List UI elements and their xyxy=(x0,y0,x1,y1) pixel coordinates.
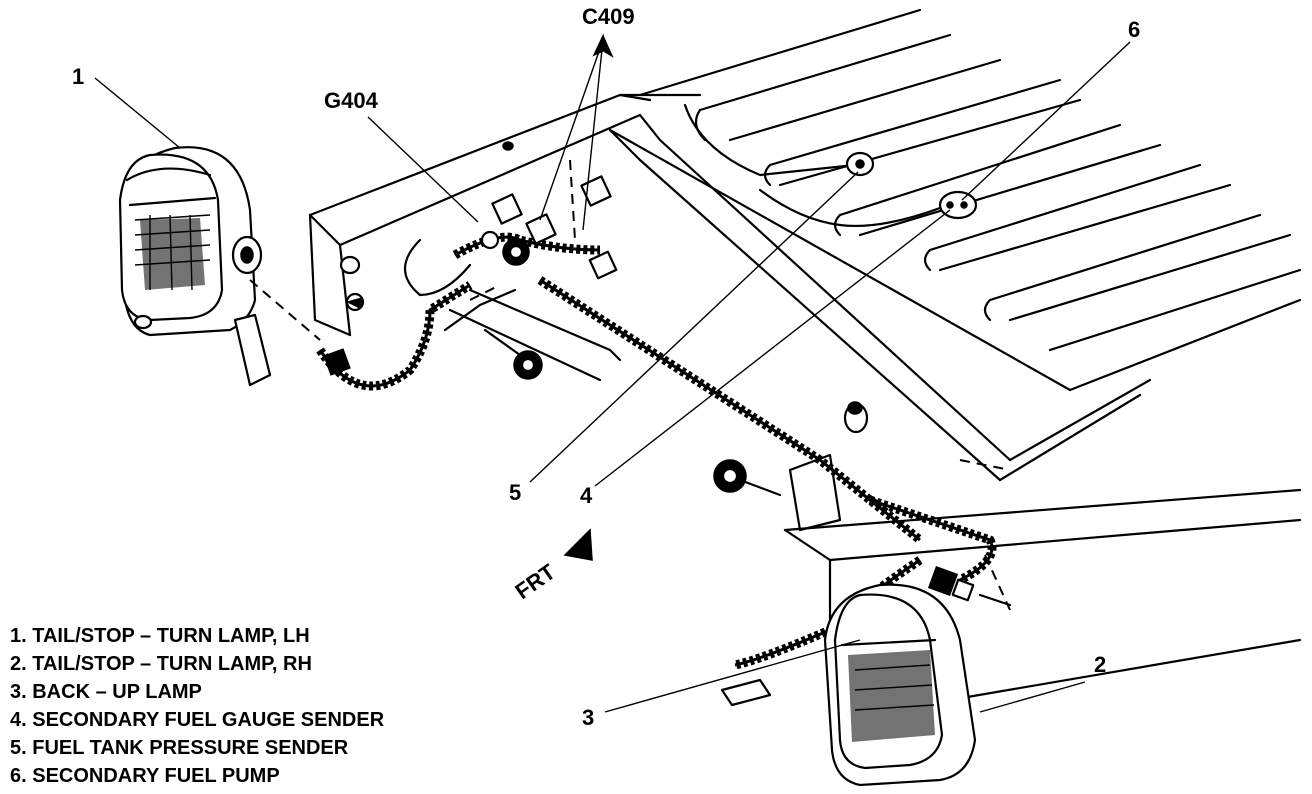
callout-3: 3 xyxy=(582,705,594,730)
rh-tail-lamp xyxy=(823,583,977,787)
legend-item: 6. SECONDARY FUEL PUMP xyxy=(10,765,280,787)
callout-1: 1 xyxy=(72,64,84,89)
callout-2: 2 xyxy=(1094,652,1106,677)
rh-hardware xyxy=(713,459,1012,707)
lh-wiring-harness xyxy=(316,159,923,544)
callout-4: 4 xyxy=(580,483,593,508)
tank-senders xyxy=(683,103,978,228)
legend-item: 2. TAIL/STOP – TURN LAMP, RH xyxy=(10,653,312,675)
lh-tail-lamp xyxy=(118,146,321,387)
callout-6: 6 xyxy=(1128,17,1140,42)
truck-bed-floor xyxy=(608,8,1302,392)
legend-item: 1. TAIL/STOP – TURN LAMP, LH xyxy=(10,625,310,647)
callout-c409: C409 xyxy=(582,4,635,29)
legend-item: 5. FUEL TANK PRESSURE SENDER xyxy=(10,737,349,759)
legend-item: 3. BACK – UP LAMP xyxy=(10,681,202,703)
callout-labels: 1 C409 G404 6 5 4 3 2 xyxy=(72,4,1140,730)
callout-leaders xyxy=(94,39,1131,713)
legend-item: 4. SECONDARY FUEL GAUGE SENDER xyxy=(10,709,385,731)
rear-crossmember xyxy=(308,93,1302,702)
front-direction-indicator: FRT xyxy=(511,528,593,604)
callout-g404: G404 xyxy=(324,88,379,113)
callout-5: 5 xyxy=(509,480,521,505)
legend: 1. TAIL/STOP – TURN LAMP, LH 2. TAIL/STO… xyxy=(10,625,385,787)
frt-label: FRT xyxy=(511,559,561,604)
